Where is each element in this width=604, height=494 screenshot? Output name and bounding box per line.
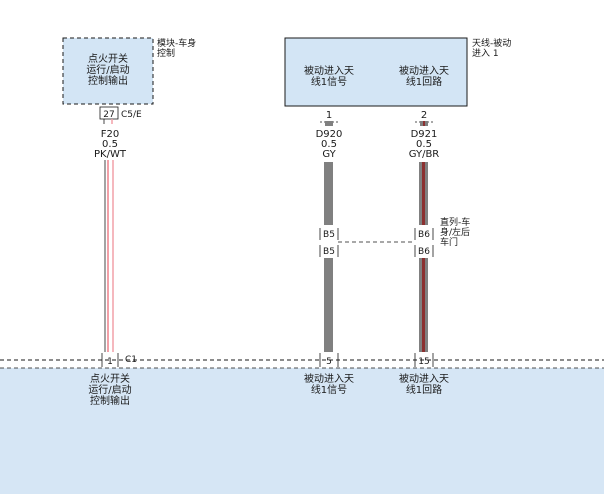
wire-d921-circuit: D921 <box>411 129 438 140</box>
wire-d920-circuit: D920 <box>316 129 343 140</box>
antenna-pin-2-stub-stripe <box>423 121 425 126</box>
antenna-pin-1: 1 <box>326 110 332 121</box>
bottom-label-left: 点火开关 <box>90 372 130 385</box>
wire-d921-upper-stripe <box>422 162 425 225</box>
antenna-pin-1-stub <box>325 121 333 126</box>
c1-connector-name: C1 <box>125 355 137 365</box>
wire-d921-gauge: 0.5 <box>416 139 432 150</box>
wire-d920-upper <box>324 162 333 225</box>
c5e-pin-box <box>99 106 119 120</box>
antenna-func-b: 被动进入天 <box>399 64 449 77</box>
body-control-func-label-3: 控制输出 <box>88 74 128 87</box>
c1-pin-5: 5 <box>326 357 332 367</box>
bottom-module-area <box>0 368 604 494</box>
body-control-module-box <box>62 37 154 105</box>
c1-pin-1: 1 <box>107 357 113 367</box>
antenna-func-a: 被动进入天 <box>304 64 354 77</box>
body-control-module-title-2: 控制 <box>157 47 175 59</box>
c5e-pin-number: 27 <box>103 110 114 120</box>
inline-connector-name-2: 身/左后 <box>440 226 470 238</box>
bottom-label-right: 被动进入天 <box>399 372 449 385</box>
inline-pin-b5-top: B5 <box>323 230 335 240</box>
inline-pin-b6-bottom: B6 <box>418 247 430 257</box>
wire-d920-color: GY <box>322 149 336 160</box>
inline-connector-name-3: 车门 <box>440 236 458 248</box>
body-control-func-label: 点火开关 <box>88 52 128 65</box>
body-control-module-title: 模块-车身 <box>157 37 196 49</box>
wire-f20-color: PK/WT <box>94 149 127 160</box>
bottom-label-left-2: 运行/启动 <box>88 383 131 396</box>
c5e-connector-name: C5/E <box>121 110 142 120</box>
wire-d920-gauge: 0.5 <box>321 139 337 150</box>
bottom-label-mid-2: 线1信号 <box>311 383 347 396</box>
bottom-label-left-3: 控制输出 <box>90 394 130 407</box>
bottom-label-mid: 被动进入天 <box>304 372 354 385</box>
antenna-func-a-2: 线1信号 <box>311 75 347 88</box>
inline-connector-name: 直列-车 <box>440 216 470 228</box>
wire-f20-circuit: F20 <box>101 129 119 140</box>
antenna-module-title-2: 进入 1 <box>472 48 499 59</box>
antenna-pin-2: 2 <box>421 110 427 121</box>
antenna-module-title: 天线-被动 <box>472 37 511 49</box>
antenna-module-box <box>284 37 468 107</box>
antenna-func-b-2: 线1回路 <box>406 75 442 88</box>
inline-pin-b5-bottom: B5 <box>323 247 335 257</box>
wire-d921-lower-stripe <box>422 258 425 352</box>
inline-pin-b6-top: B6 <box>418 230 430 240</box>
body-control-func-label-2: 运行/启动 <box>86 63 129 76</box>
bottom-label-right-2: 线1回路 <box>406 383 442 396</box>
wire-f20-gauge: 0.5 <box>102 139 118 150</box>
c1-pin-15: 15 <box>418 357 429 367</box>
wire-d920-lower <box>324 258 333 352</box>
wire-d921-color: GY/BR <box>409 149 440 160</box>
